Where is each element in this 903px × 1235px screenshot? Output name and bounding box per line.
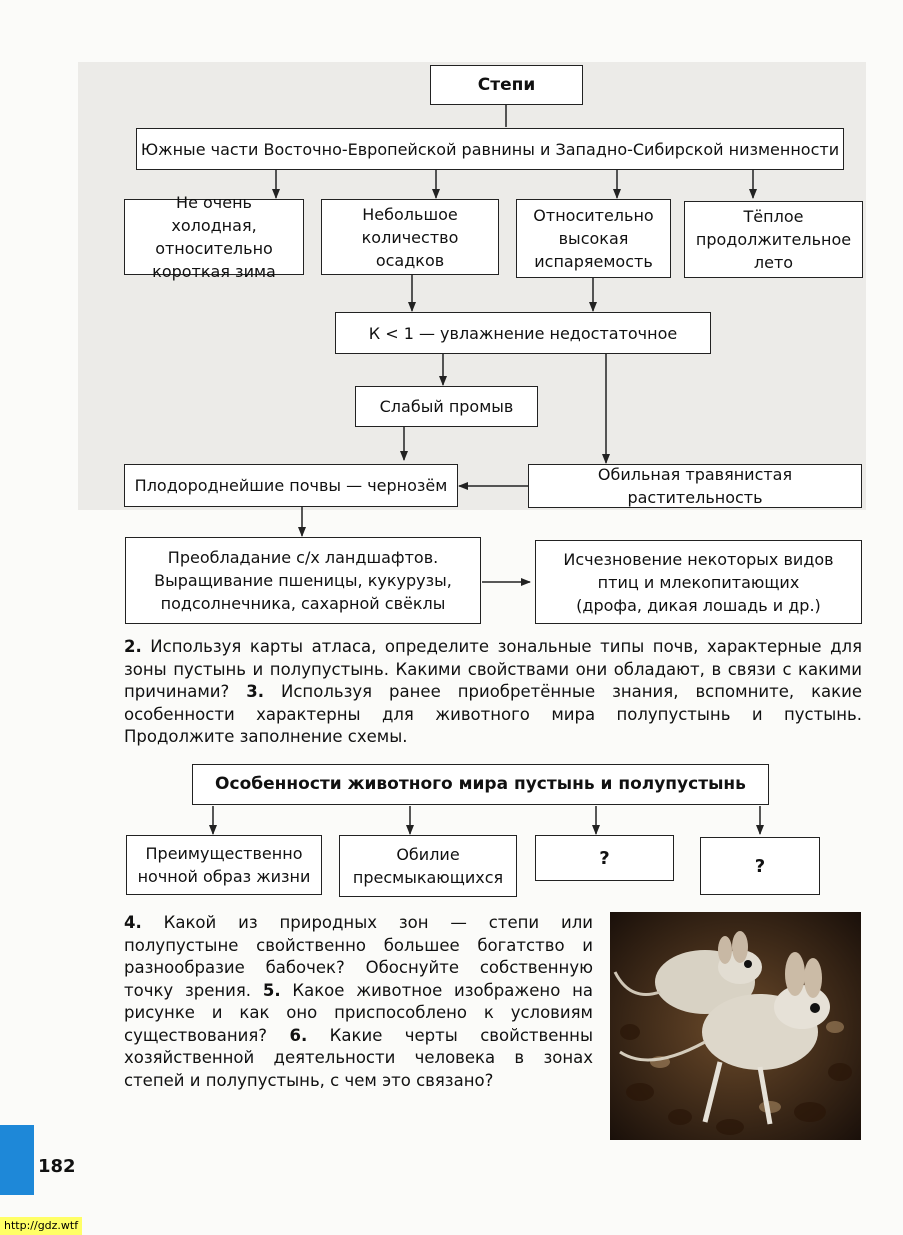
winter-box: Не очень холодная, относительно короткая… (124, 193, 304, 281)
unknown-feature-box-2: ? (700, 837, 820, 895)
species-loss-box: Исчезновение некоторых видов птиц и млек… (535, 540, 862, 624)
humidity-coefficient-box: К < 1 — увлажнение недостаточное (335, 312, 711, 354)
summer-box: Тёплое продолжительное лето (684, 201, 863, 278)
grass-vegetation-box: Обильная травянистая растительность (528, 464, 862, 508)
evaporation-box: Относительно высокая испаряемость (516, 199, 671, 278)
nocturnal-box: Преимущественно ночной образ жизни (126, 835, 322, 895)
page-number: 182 (38, 1156, 76, 1177)
tasks-4-6: 4. Какой из природных зон — степи или по… (124, 913, 593, 1090)
agriculture-box: Преобладание с/х ландшафтов. Выращивание… (125, 537, 481, 624)
reptiles-box: Обилие пресмыкающихся (339, 835, 517, 897)
chernozem-box: Плодороднейшие почвы — чернозём (124, 464, 458, 507)
watermark-url[interactable]: http://gdz.wtf (0, 1217, 83, 1235)
blue-page-tab (0, 1125, 34, 1195)
jerboa-photo (610, 912, 861, 1140)
weak-leaching-box: Слабый промыв (355, 386, 538, 427)
desert-fauna-title-box: Особенности животного мира пустынь и пол… (192, 764, 769, 805)
steppe-title-box: Степи (430, 65, 583, 105)
region-box: Южные части Восточно-Европейской равнины… (136, 128, 844, 170)
precipitation-box: Небольшое количество осадков (321, 199, 499, 275)
tasks-2-3: 2. Используя карты атласа, определите зо… (124, 637, 862, 746)
unknown-feature-box-1: ? (535, 835, 674, 881)
